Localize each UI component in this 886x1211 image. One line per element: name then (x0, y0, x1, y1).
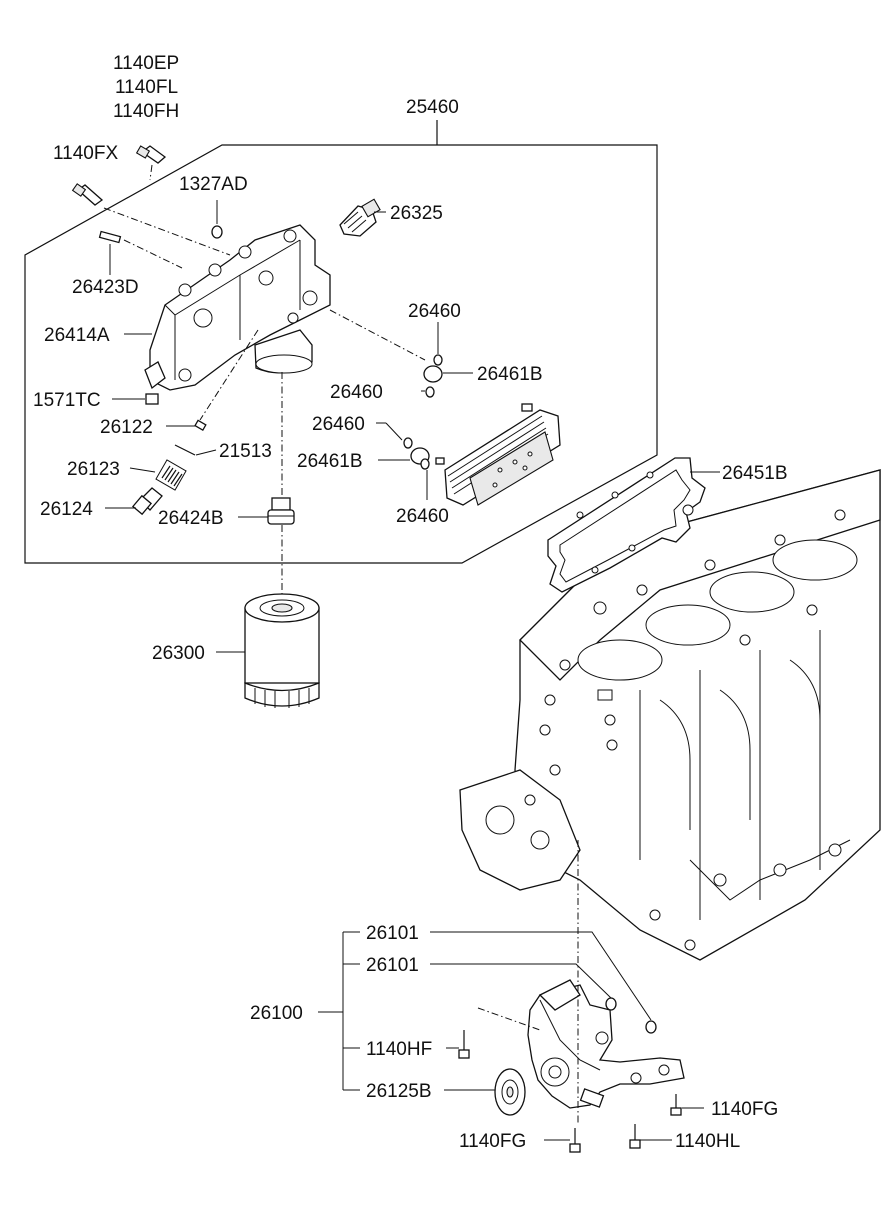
engine-cylinder-block (459, 469, 881, 961)
valve-26124 (131, 487, 163, 516)
bolt-1140HL (629, 1124, 641, 1149)
label-26461B-b: 26461B (297, 451, 363, 472)
label-1140FL: 1140FL (115, 77, 178, 98)
label-25460: 25460 (406, 97, 459, 118)
label-26125B: 26125B (366, 1081, 432, 1102)
plug-1571TC (145, 393, 159, 405)
label-26460-b: 26460 (330, 382, 383, 403)
label-26122: 26122 (100, 417, 153, 438)
oil-filter (244, 593, 320, 708)
label-1327AD: 1327AD (179, 174, 248, 195)
bolt-1140FG-b (569, 1128, 581, 1153)
o-ring-26460-d (420, 458, 430, 470)
oil-pump-callout-bracket (318, 931, 704, 1141)
label-1140FG-a: 1140FG (711, 1099, 778, 1120)
label-1140FG-b: 1140FG (459, 1131, 526, 1152)
label-26101-b: 26101 (366, 955, 419, 976)
o-ring-26101-a (645, 1020, 657, 1034)
o-ring-26460-c (403, 437, 413, 449)
sprocket-26125B (494, 1068, 526, 1116)
label-1140HF: 1140HF (366, 1039, 432, 1060)
oil-cooler-gasket (547, 457, 706, 593)
label-26460-a: 26460 (408, 301, 461, 322)
label-21513: 21513 (219, 441, 272, 462)
label-26424B: 26424B (158, 508, 224, 529)
o-ring-26461B-a (423, 365, 443, 383)
label-26101-a: 26101 (366, 923, 419, 944)
oil-pump (527, 979, 685, 1109)
o-ring-26460-a (433, 354, 443, 366)
label-1140EP: 1140EP (113, 53, 179, 74)
oil-cooler-body (144, 224, 331, 391)
label-1140FH: 1140FH (113, 101, 179, 122)
label-26100: 26100 (250, 1003, 303, 1024)
pin-21513 (174, 444, 196, 456)
oil-pressure-switch (339, 198, 381, 237)
label-26461B-a: 26461B (477, 364, 543, 385)
fitting-26424B (267, 497, 295, 525)
label-26325: 26325 (390, 203, 443, 224)
label-26460-c: 26460 (312, 414, 365, 435)
label-26123: 26123 (67, 459, 120, 480)
label-26124: 26124 (40, 499, 93, 520)
label-1140HL: 1140HL (675, 1131, 740, 1152)
label-26300: 26300 (152, 643, 205, 664)
bolt-1140EP (135, 145, 167, 164)
label-26423D: 26423D (72, 277, 139, 298)
label-26451B: 26451B (722, 463, 788, 484)
o-ring-26460-b (425, 386, 435, 398)
stud-26423D (98, 230, 122, 244)
bolt-1140HF (458, 1030, 470, 1059)
leader-lines (105, 200, 720, 653)
label-26414A: 26414A (44, 325, 110, 346)
spring-26123 (155, 459, 187, 491)
alignment-lines (103, 164, 579, 1124)
oil-cooler-assembly-boundary (24, 144, 658, 564)
plug-26122 (194, 419, 207, 431)
washer-1327AD (211, 225, 223, 239)
bolt-1140FG-a (670, 1094, 682, 1116)
label-26460-d: 26460 (396, 506, 449, 527)
oil-cooler-core (435, 403, 561, 506)
bolt-1140FX (71, 183, 104, 206)
label-1140FX: 1140FX (53, 143, 118, 164)
label-1571TC: 1571TC (33, 390, 101, 411)
o-ring-26101-b (605, 997, 617, 1011)
